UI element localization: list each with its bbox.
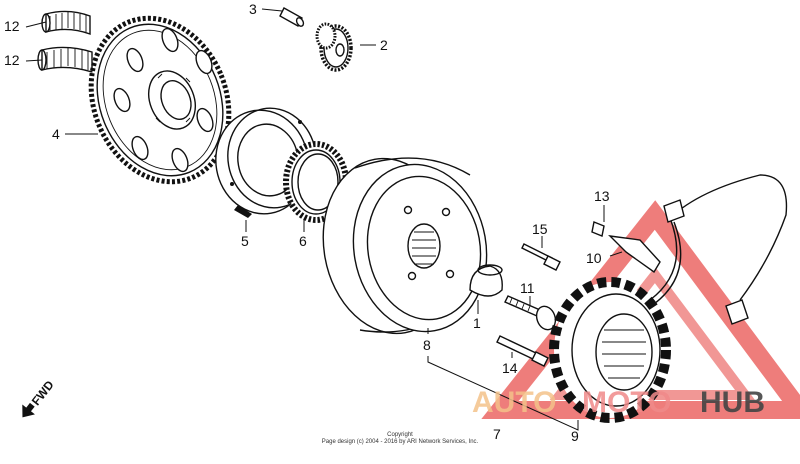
reduction-gear-shaft[interactable] — [279, 7, 305, 27]
bolt-15[interactable] — [521, 243, 561, 271]
fwd-label: FWD — [29, 378, 57, 408]
starter-reduction-gear[interactable] — [315, 22, 353, 72]
forward-direction-indicator: FWD — [22, 378, 57, 418]
fwd-arrow-icon — [22, 402, 35, 418]
callout-1: 1 — [473, 315, 481, 331]
stator-assembly[interactable] — [549, 174, 788, 423]
callout-2: 2 — [380, 37, 388, 53]
callout-labels: 12 12 4 3 2 5 6 1 8 7 9 15 11 13 10 14 — [4, 1, 610, 444]
screw-13[interactable] — [591, 221, 605, 237]
bolt-14[interactable] — [496, 335, 549, 367]
watermark-moto: MOTO — [582, 386, 671, 419]
callout-4: 4 — [52, 126, 60, 142]
callout-14: 14 — [502, 360, 518, 376]
starter-driven-gear[interactable] — [67, 0, 252, 203]
copyright-line-1: Copyright — [387, 432, 413, 438]
callout-3: 3 — [249, 1, 257, 17]
needle-bearing-upper[interactable] — [41, 10, 91, 35]
watermark-hub: HUB — [700, 386, 765, 419]
copyright-notice: Copyright Page design (c) 2004 - 2016 by… — [322, 432, 479, 445]
callout-11: 11 — [520, 280, 535, 296]
copyright-line-2: Page design (c) 2004 - 2016 by ARI Netwo… — [322, 439, 479, 445]
callout-12-lower: 12 — [4, 52, 20, 68]
needle-bearing-lower[interactable] — [37, 46, 93, 73]
leader-lines — [25, 8, 623, 431]
bolt-11[interactable] — [504, 295, 559, 332]
wire-clamp[interactable] — [608, 235, 661, 274]
callout-15: 15 — [532, 221, 548, 237]
callout-5: 5 — [241, 233, 249, 249]
watermark-auto: AUTO — [472, 386, 556, 419]
callout-13: 13 — [594, 188, 610, 204]
rotor-key[interactable] — [469, 264, 503, 297]
callout-8: 8 — [423, 337, 431, 353]
watermark-text: AUTO MOTO HUB — [472, 386, 765, 419]
callout-10: 10 — [586, 250, 602, 266]
callout-6: 6 — [299, 233, 307, 249]
callout-12-upper: 12 — [4, 18, 20, 34]
callout-9: 9 — [571, 428, 579, 444]
flywheel-rotor[interactable] — [310, 148, 500, 344]
callout-7: 7 — [493, 426, 501, 442]
